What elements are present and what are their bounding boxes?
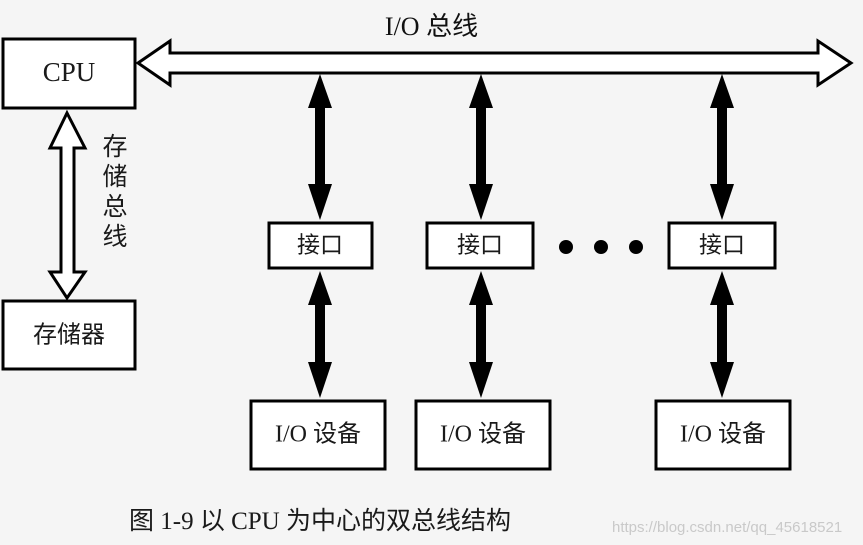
bus-to-interface-arrow-1 (308, 74, 332, 220)
memory-bus-label: 存 储 总 线 (92, 133, 138, 253)
memory-node: 存储器 (1, 299, 137, 371)
memory-bus-arrow (47, 109, 88, 301)
interface-label-1: 接口 (297, 232, 343, 257)
interface-to-device-arrow-1 (308, 271, 332, 398)
interface-column-3: 接口 I/O 设备 (654, 74, 792, 471)
bus-to-interface-arrow-3 (710, 74, 734, 220)
interface-to-device-arrow-2 (469, 271, 493, 398)
cpu-box (1, 37, 137, 110)
cpu-label: CPU (43, 57, 96, 87)
memory-bus-label-char-3: 总 (102, 194, 128, 221)
watermark-url: https://blog.csdn.net/qq_45618521 (612, 519, 843, 536)
memory-box (1, 299, 137, 371)
io-bus-label: I/O 总线 (384, 12, 479, 41)
memory-bus-label-char-1: 存 (102, 134, 128, 161)
memory-label: 存储器 (33, 322, 105, 349)
interface-box-3 (667, 221, 777, 270)
interface-column-1: 接口 I/O 设备 (249, 74, 387, 471)
interface-box-2 (425, 221, 535, 270)
io-bus-arrow (135, 38, 854, 88)
interface-column-2: 接口 I/O 设备 (414, 74, 552, 471)
io-device-label-2: I/O 设备 (440, 421, 526, 448)
io-device-box-1 (249, 399, 387, 471)
memory-bus-label-char-4: 线 (102, 224, 128, 251)
bus-to-interface-arrow-2 (469, 74, 493, 220)
io-device-label-1: I/O 设备 (275, 421, 361, 448)
interface-box-1 (267, 221, 374, 270)
ellipsis-dot-2 (594, 240, 608, 254)
io-device-box-2 (414, 399, 552, 471)
figure-caption: 图 1-9 以 CPU 为中心的双总线结构 (129, 508, 511, 535)
ellipsis-dot-1 (559, 240, 573, 254)
interface-label-2: 接口 (457, 232, 503, 257)
cpu-node: CPU (1, 37, 137, 110)
interface-to-device-arrow-3 (710, 271, 734, 398)
ellipsis-dot-3 (629, 240, 643, 254)
io-device-label-3: I/O 设备 (680, 421, 766, 448)
ellipsis-dots (559, 240, 643, 254)
io-device-box-3 (654, 399, 792, 471)
memory-bus-label-char-2: 储 (102, 164, 128, 191)
interface-label-3: 接口 (699, 232, 745, 257)
